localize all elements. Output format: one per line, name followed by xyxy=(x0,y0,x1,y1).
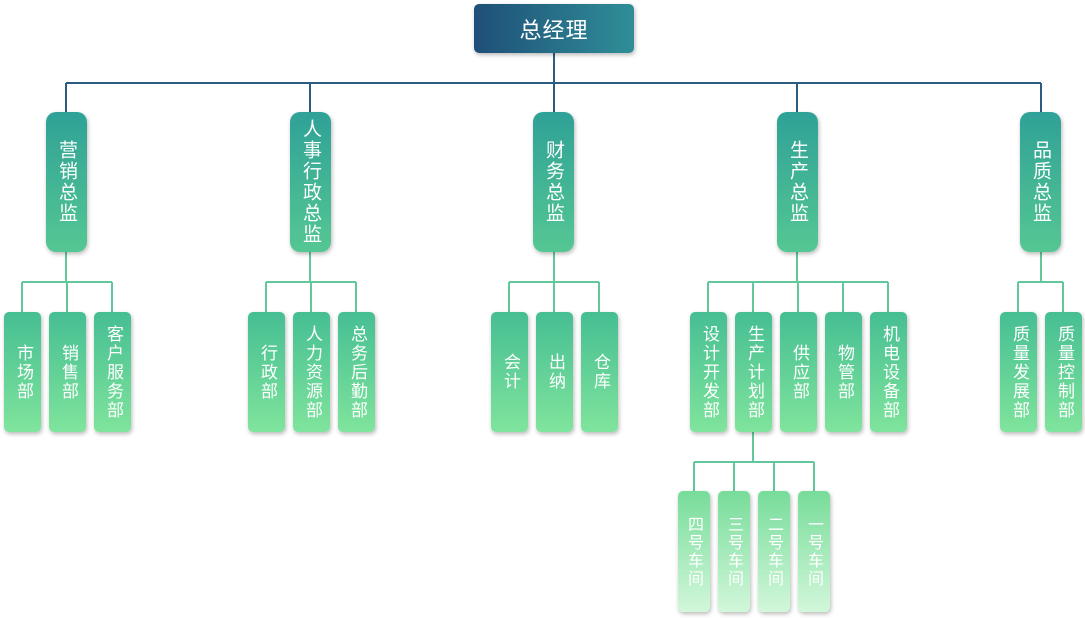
node-label: 仓库 xyxy=(590,353,610,391)
node-hr-dept[interactable]: 人力资源部 xyxy=(293,312,330,432)
node-label: 客户服务部 xyxy=(103,324,123,420)
node-label: 销售部 xyxy=(58,343,78,401)
node-design-dev-dept[interactable]: 设计开发部 xyxy=(690,312,727,432)
node-warehouse[interactable]: 仓库 xyxy=(581,312,618,432)
node-marketing-director[interactable]: 营销总监 xyxy=(46,112,87,252)
node-workshop-1[interactable]: 一号车间 xyxy=(798,491,830,612)
node-label: 总务后勤部 xyxy=(347,324,367,420)
node-label: 财务总监 xyxy=(543,140,565,224)
node-workshop-4[interactable]: 四号车间 xyxy=(678,491,710,612)
node-label: 人事行政总监 xyxy=(300,119,322,245)
node-workshop-2[interactable]: 二号车间 xyxy=(758,491,790,612)
node-materials-dept[interactable]: 物管部 xyxy=(825,312,862,432)
node-label: 会计 xyxy=(500,353,520,391)
node-quality-control-dept[interactable]: 质量控制部 xyxy=(1045,312,1082,432)
node-label: 质量控制部 xyxy=(1054,324,1074,420)
node-label: 二号车间 xyxy=(765,515,784,588)
node-quality-director[interactable]: 品质总监 xyxy=(1020,112,1061,252)
node-label: 四号车间 xyxy=(685,515,704,588)
node-sales-dept[interactable]: 销售部 xyxy=(49,312,86,432)
node-production-director[interactable]: 生产总监 xyxy=(777,112,818,252)
node-general-manager[interactable]: 总经理 xyxy=(474,4,634,53)
node-label: 一号车间 xyxy=(805,515,824,588)
node-label: 设计开发部 xyxy=(699,324,719,420)
node-label: 物管部 xyxy=(834,343,854,401)
node-label: 供应部 xyxy=(789,343,809,401)
node-production-planning-dept[interactable]: 生产计划部 xyxy=(735,312,772,432)
node-marketing-dept[interactable]: 市场部 xyxy=(4,312,41,432)
node-accounting[interactable]: 会计 xyxy=(491,312,528,432)
node-cashier[interactable]: 出纳 xyxy=(536,312,573,432)
node-label: 出纳 xyxy=(545,353,565,391)
node-label: 市场部 xyxy=(13,343,33,401)
node-mech-elec-dept[interactable]: 机电设备部 xyxy=(870,312,907,432)
node-customer-service-dept[interactable]: 客户服务部 xyxy=(94,312,131,432)
node-label: 人力资源部 xyxy=(302,324,322,420)
node-hr-admin-director[interactable]: 人事行政总监 xyxy=(290,112,331,252)
node-label: 行政部 xyxy=(257,343,277,401)
node-label: 总经理 xyxy=(519,18,589,44)
node-admin-dept[interactable]: 行政部 xyxy=(248,312,285,432)
node-label: 机电设备部 xyxy=(879,324,899,420)
node-label: 品质总监 xyxy=(1030,140,1052,224)
node-quality-dev-dept[interactable]: 质量发展部 xyxy=(1000,312,1037,432)
node-label: 生产总监 xyxy=(787,140,809,224)
node-label: 质量发展部 xyxy=(1009,324,1029,420)
node-logistics-dept[interactable]: 总务后勤部 xyxy=(338,312,375,432)
node-label: 营销总监 xyxy=(56,140,78,224)
node-label: 三号车间 xyxy=(725,515,744,588)
node-workshop-3[interactable]: 三号车间 xyxy=(718,491,750,612)
node-supply-dept[interactable]: 供应部 xyxy=(780,312,817,432)
node-finance-director[interactable]: 财务总监 xyxy=(533,112,574,252)
node-label: 生产计划部 xyxy=(744,324,764,420)
